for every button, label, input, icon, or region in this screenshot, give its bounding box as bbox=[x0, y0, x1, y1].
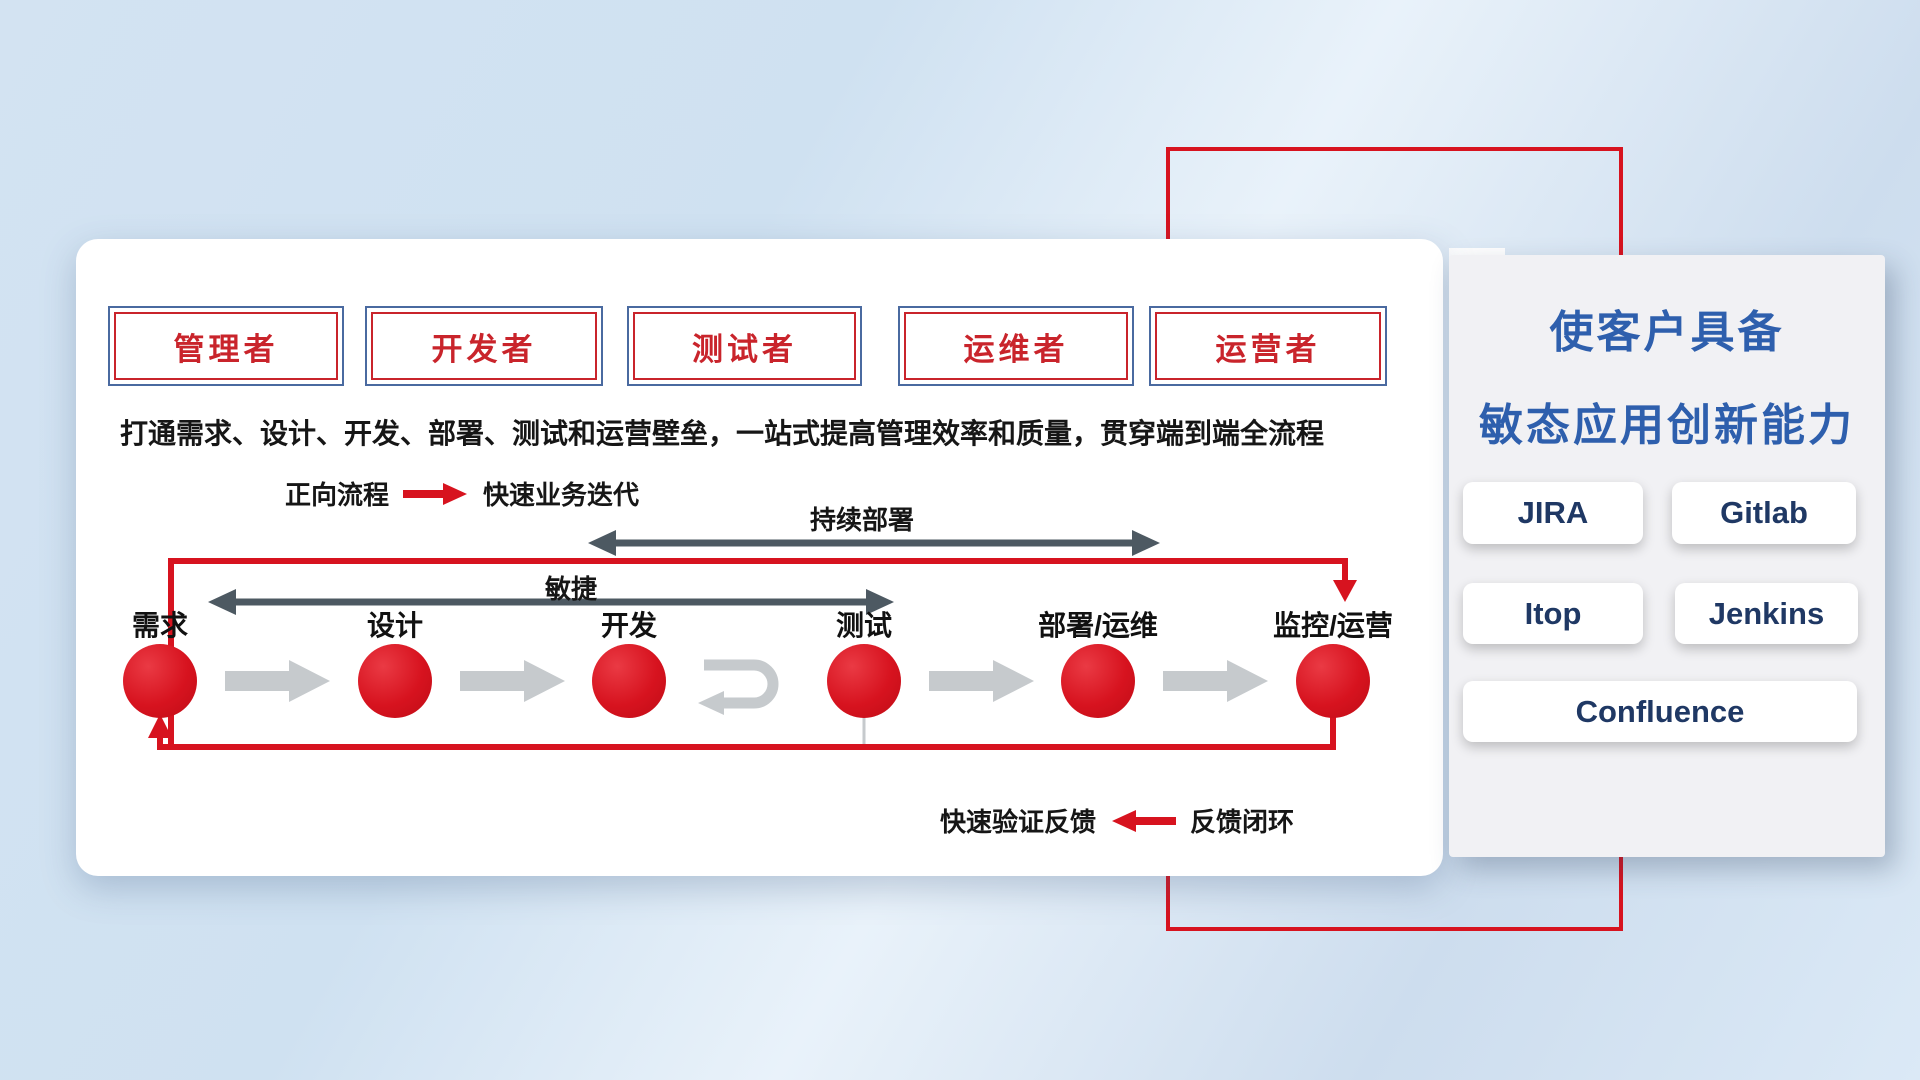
agile-label: 敏捷 bbox=[544, 574, 597, 604]
side-panel-title-line1: 使客户具备 bbox=[1549, 308, 1785, 357]
stage-circle-design bbox=[358, 644, 432, 718]
feedback-legend-label: 快速验证反馈 bbox=[940, 807, 1097, 837]
continuous-deployment-label: 持续部署 bbox=[809, 505, 914, 535]
role-label: 开发者 bbox=[371, 312, 597, 380]
tool-card-confluence: Confluence bbox=[1463, 681, 1857, 742]
role-box-operator: 运营者 bbox=[1149, 306, 1387, 386]
stage-circle-testing bbox=[827, 644, 901, 718]
tools-panel bbox=[1449, 255, 1885, 857]
tool-card-itop: Itop bbox=[1463, 583, 1643, 644]
stage-label-requirements: 需求 bbox=[131, 610, 189, 641]
stage-label-design: 设计 bbox=[366, 610, 424, 641]
role-label: 测试者 bbox=[633, 312, 856, 380]
stage-label-deploy-ops: 部署/运维 bbox=[1038, 610, 1158, 641]
role-label: 管理者 bbox=[114, 312, 338, 380]
forward-arrow-icon bbox=[403, 482, 468, 505]
role-box-ops: 运维者 bbox=[898, 306, 1134, 386]
stage-label-monitor-ops: 监控/运营 bbox=[1273, 610, 1393, 641]
tool-card-jenkins: Jenkins bbox=[1675, 583, 1858, 644]
side-panel-title-line2: 敏态应用创新能力 bbox=[1479, 401, 1855, 450]
feedback-legend-desc: 反馈闭环 bbox=[1190, 807, 1295, 837]
stage-circle-requirements bbox=[123, 644, 197, 718]
stage-label-testing: 测试 bbox=[835, 610, 893, 641]
stage-circle-development bbox=[592, 644, 666, 718]
role-label: 运营者 bbox=[1155, 312, 1381, 380]
role-box-manager: 管理者 bbox=[108, 306, 344, 386]
stage-circle-monitor-ops bbox=[1296, 644, 1370, 718]
forward-legend-label: 正向流程 bbox=[285, 480, 390, 510]
tool-card-jira: JIRA bbox=[1463, 482, 1643, 544]
forward-legend-desc: 快速业务迭代 bbox=[483, 480, 640, 510]
role-box-developer: 开发者 bbox=[365, 306, 603, 386]
role-box-tester: 测试者 bbox=[627, 306, 862, 386]
role-label: 运维者 bbox=[904, 312, 1128, 380]
feedback-arrow-icon bbox=[1112, 809, 1177, 832]
feedback-legend: 快速验证反馈 反馈闭环 bbox=[940, 802, 1294, 839]
stage-circle-deploy-ops bbox=[1061, 644, 1135, 718]
stage-label-development: 开发 bbox=[600, 610, 658, 641]
forward-legend: 正向流程 快速业务迭代 bbox=[285, 475, 639, 512]
headline-text: 打通需求、设计、开发、部署、测试和运营壁垒，一站式提高管理效率和质量，贯穿端到端… bbox=[120, 418, 1325, 449]
tool-card-gitlab: Gitlab bbox=[1672, 482, 1856, 544]
